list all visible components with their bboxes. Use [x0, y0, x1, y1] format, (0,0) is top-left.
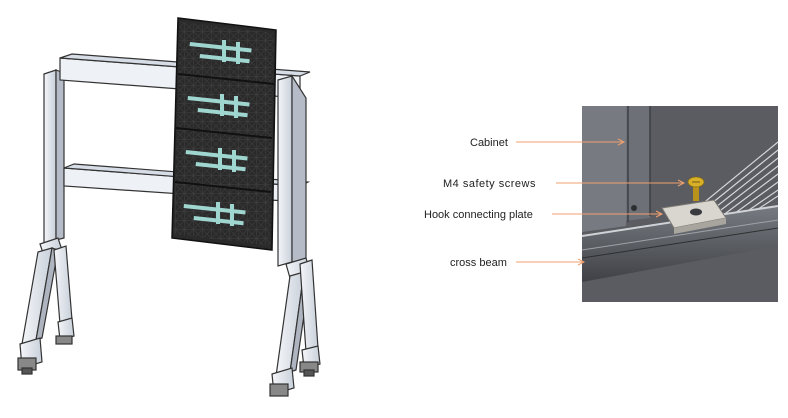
- m4-safety-screw: [687, 176, 705, 201]
- label-m4-safety-screws: M4 safety screws: [443, 178, 536, 190]
- cabinet-1: [177, 40, 275, 85]
- left-upright: [17, 69, 75, 375]
- hook-detail-view: Cabinet M4 safety screws Hook connecting…: [424, 106, 779, 302]
- cross-beam-detail: [582, 206, 778, 282]
- leader-lines: [516, 138, 686, 266]
- label-cross-beam: cross beam: [450, 257, 507, 269]
- right-upright: [269, 73, 321, 397]
- cabinet-2: [175, 94, 273, 139]
- led-cabinet-stack: [171, 17, 277, 251]
- mobile-stand-drawing: [17, 17, 321, 397]
- label-hook-connecting-plate: Hook connecting plate: [424, 209, 533, 221]
- label-cabinet: Cabinet: [470, 137, 508, 149]
- cabinet-3: [174, 148, 272, 193]
- cabinet-4: [183, 202, 246, 226]
